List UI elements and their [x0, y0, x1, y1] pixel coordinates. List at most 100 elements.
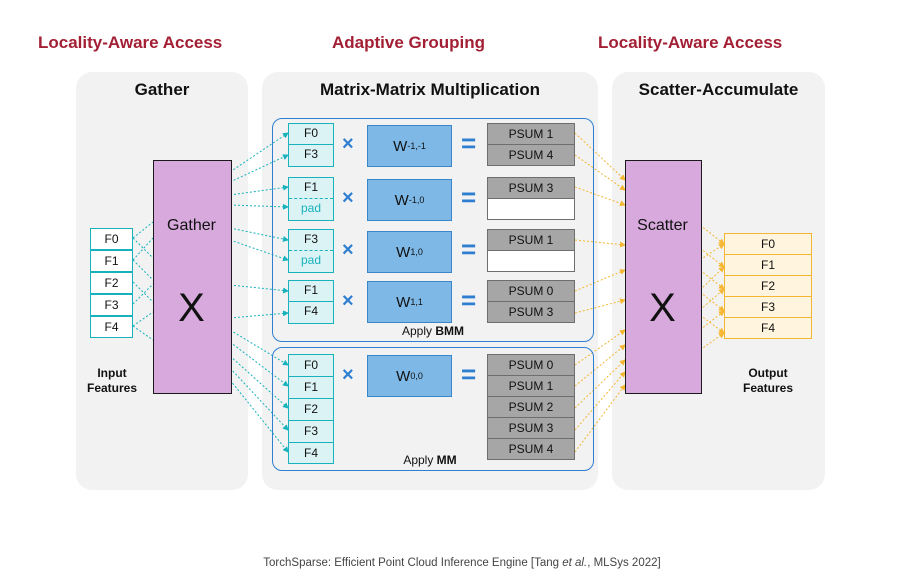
bmm-feature-pair: F3 pad — [288, 229, 334, 273]
mm-title: Matrix-Matrix Multiplication — [319, 80, 541, 99]
psum-empty-cell — [487, 250, 575, 272]
input-feature-cell: F3 — [90, 294, 133, 316]
caption-suffix: , MLSys 2022] — [587, 557, 661, 569]
input-features-column: F0 F1 F2 F3 F4 — [90, 228, 133, 338]
heading-locality-left: Locality-Aware Access — [38, 33, 223, 52]
equals-operator: = — [461, 234, 477, 264]
gather-block — [153, 160, 232, 394]
scatter-block — [625, 160, 702, 394]
mm-group-frame — [272, 347, 594, 471]
input-label-line2: Features — [86, 381, 138, 395]
psum-cell: PSUM 4 — [487, 144, 575, 166]
psum-cell: PSUM 3 — [487, 177, 575, 199]
equals-operator: = — [461, 285, 477, 315]
psum-cell: PSUM 0 — [487, 280, 575, 302]
feature-slot-pad: pad — [289, 251, 333, 271]
bmm-group-frame — [272, 118, 594, 342]
output-feature-cell: F0 — [724, 233, 812, 255]
weight-sub: 0,0 — [410, 371, 423, 381]
gather-title: Gather — [134, 80, 190, 99]
feature-slot: F4 — [289, 302, 333, 322]
weight-sub: -1,0 — [408, 195, 425, 205]
heading-locality-right: Locality-Aware Access — [598, 33, 783, 52]
output-feature-cell: F3 — [724, 296, 812, 318]
output-feature-cell: F4 — [724, 317, 812, 339]
weight-sub: -1,-1 — [407, 141, 426, 151]
bmm-label-prefix: Apply — [401, 324, 436, 338]
caption-prefix: TorchSparse: Efficient Point Cloud Infer… — [263, 557, 563, 569]
psum-cell: PSUM 1 — [487, 375, 575, 397]
bmm-label: Apply BMM — [272, 324, 594, 338]
input-feature-cell: F0 — [90, 228, 133, 250]
weight-main: W — [396, 243, 411, 261]
times-operator: × — [342, 290, 354, 312]
output-feature-cell: F1 — [724, 254, 812, 276]
psum-cell: PSUM 3 — [487, 417, 575, 439]
times-operator: × — [342, 239, 354, 261]
weight-main: W — [393, 137, 408, 155]
mm-label: Apply MM — [360, 453, 500, 467]
gather-block-label: Gather — [167, 217, 216, 234]
times-operator: × — [342, 187, 354, 209]
psum-stack: PSUM 1 — [487, 229, 575, 272]
times-operator: × — [342, 364, 354, 386]
bmm-feature-pair: F1 F4 — [288, 280, 334, 324]
feature-slot: F2 — [289, 399, 333, 421]
equals-operator: = — [461, 128, 477, 158]
times-operator: × — [342, 133, 354, 155]
feature-slot: F1 — [289, 281, 333, 302]
weight-main: W — [394, 191, 409, 209]
bmm-feature-pair: F1 pad — [288, 177, 334, 221]
heading-adaptive-grouping: Adaptive Grouping — [332, 33, 485, 52]
input-feature-cell: F4 — [90, 316, 133, 338]
scatter-title: Scatter-Accumulate — [638, 80, 799, 99]
mm-label-bold: MM — [436, 453, 457, 467]
feature-slot: F0 — [289, 355, 333, 377]
weight-sub: 1,1 — [410, 297, 423, 307]
equals-operator: = — [461, 182, 477, 212]
equals-operator: = — [461, 359, 477, 389]
output-label-line1: Output — [748, 366, 788, 380]
psum-cell: PSUM 1 — [487, 229, 575, 251]
citation-caption: TorchSparse: Efficient Point Cloud Infer… — [0, 557, 924, 569]
output-features-label: Output Features — [724, 366, 812, 396]
caption-italic: et al. — [562, 557, 588, 569]
psum-cell: PSUM 3 — [487, 301, 575, 323]
psum-stack: PSUM 0 PSUM 1 PSUM 2 PSUM 3 PSUM 4 — [487, 354, 575, 460]
bmm-feature-pair: F0 F3 — [288, 123, 334, 167]
weight-main: W — [396, 293, 411, 311]
psum-stack: PSUM 0 PSUM 3 — [487, 280, 575, 323]
feature-slot-pad: pad — [289, 199, 333, 219]
output-features-column: F0 F1 F2 F3 F4 — [724, 233, 812, 339]
weight-main: W — [396, 367, 411, 385]
gather-symbol: X — [178, 286, 205, 330]
psum-cell: PSUM 0 — [487, 354, 575, 376]
input-features-label: Input Features — [76, 366, 148, 396]
feature-slot: F3 — [289, 230, 333, 251]
mm-feature-stack: F0 F1 F2 F3 F4 — [288, 354, 334, 464]
scatter-block-label: Scatter — [637, 217, 688, 234]
psum-stack: PSUM 1 PSUM 4 — [487, 123, 575, 166]
output-feature-cell: F2 — [724, 275, 812, 297]
output-label-line2: Features — [742, 381, 794, 395]
feature-slot: F4 — [289, 443, 333, 463]
feature-slot: F0 — [289, 124, 333, 145]
bmm-label-bold: BMM — [435, 324, 465, 338]
weight-block: W-1,-1 — [367, 125, 452, 167]
weight-sub: 1,0 — [410, 247, 423, 257]
input-feature-cell: F2 — [90, 272, 133, 294]
psum-stack: PSUM 3 — [487, 177, 575, 220]
scatter-symbol: X — [649, 286, 676, 330]
mm-label-prefix: Apply — [403, 453, 437, 467]
input-label-line1: Input — [97, 366, 127, 380]
feature-slot: F3 — [289, 421, 333, 443]
feature-slot: F1 — [289, 178, 333, 199]
input-feature-cell: F1 — [90, 250, 133, 272]
psum-empty-cell — [487, 198, 575, 220]
feature-slot: F3 — [289, 145, 333, 165]
psum-cell: PSUM 2 — [487, 396, 575, 418]
psum-cell: PSUM 1 — [487, 123, 575, 145]
